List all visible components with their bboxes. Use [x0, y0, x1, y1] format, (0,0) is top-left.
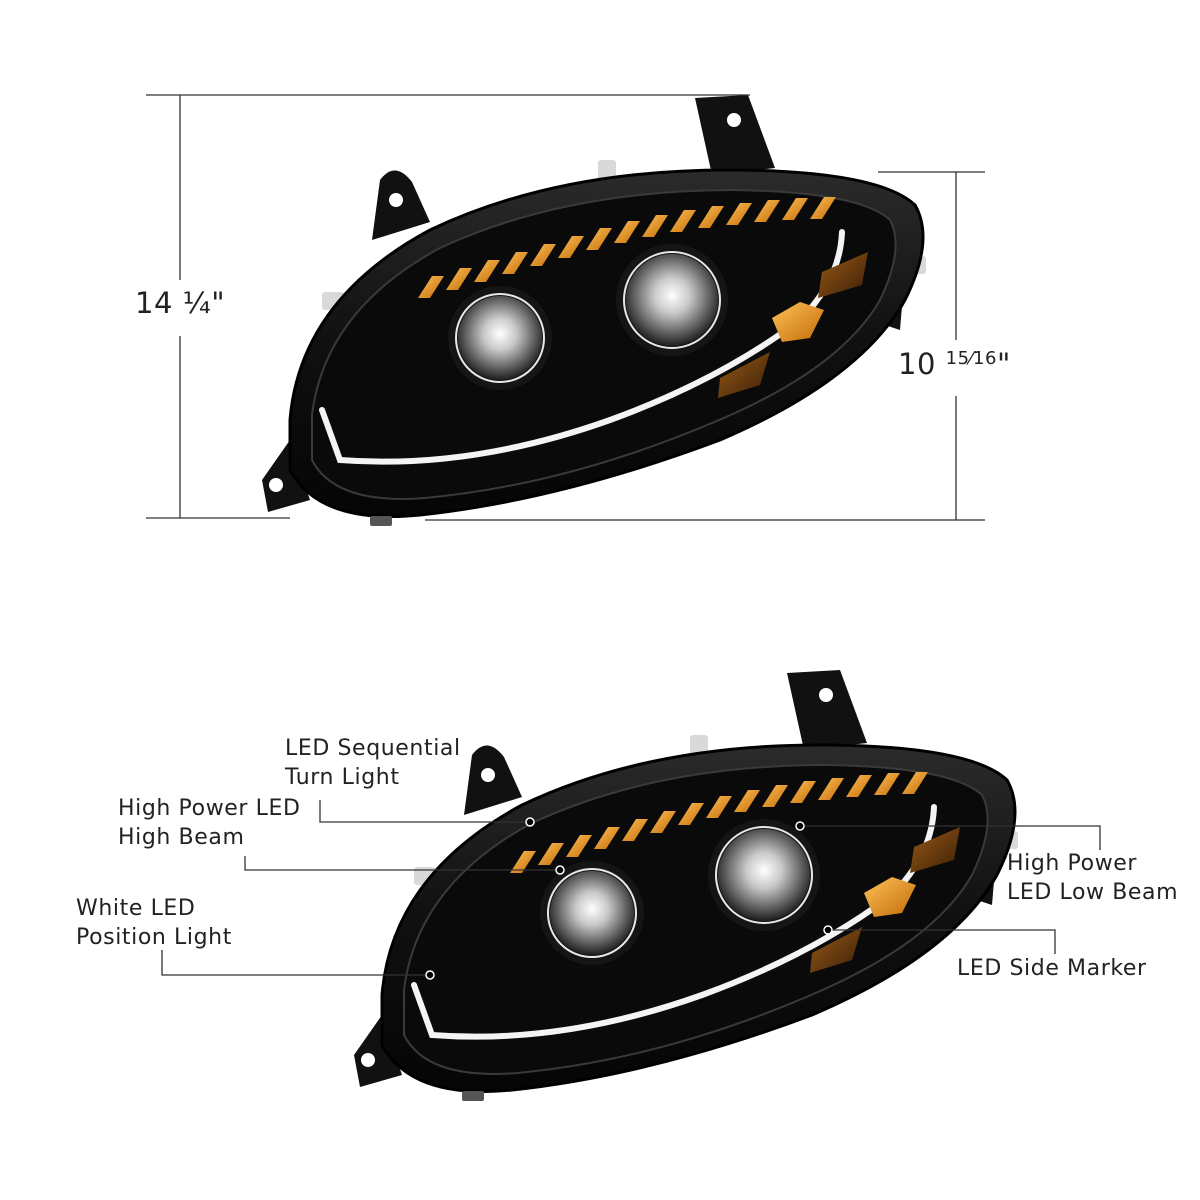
headlight-top [262, 95, 926, 526]
callout-lines [161, 800, 1101, 976]
callout-high-beam: High Power LED High Beam [118, 794, 301, 852]
callout-position-light-line1: White LED [76, 896, 196, 921]
depth-dimension-label: 10 15⁄16" [898, 347, 1011, 381]
depth-unit: " [996, 347, 1011, 381]
callout-high-beam-line2: High Beam [118, 825, 245, 850]
callout-low-beam: High Power LED Low Beam [1007, 849, 1178, 907]
dimension-lines [146, 94, 985, 521]
callout-high-beam-line1: High Power LED [118, 796, 301, 821]
callout-low-beam-line1: High Power [1007, 851, 1138, 876]
depth-fraction: 15⁄16 [945, 348, 997, 369]
callout-turn-light: LED Sequential Turn Light [285, 734, 461, 792]
callout-side-marker-line1: LED Side Marker [957, 956, 1147, 981]
callout-side-marker: LED Side Marker [957, 954, 1147, 983]
callout-position-light-line2: Position Light [76, 925, 232, 950]
callout-turn-light-line1: LED Sequential [285, 736, 461, 761]
depth-whole: 10 [898, 347, 936, 381]
callout-low-beam-line2: LED Low Beam [1007, 880, 1179, 905]
callout-turn-light-line2: Turn Light [285, 765, 400, 790]
height-dimension-label: 14 ¼" [135, 286, 226, 320]
callout-dots [425, 817, 833, 980]
callout-position-light: White LED Position Light [76, 894, 232, 952]
